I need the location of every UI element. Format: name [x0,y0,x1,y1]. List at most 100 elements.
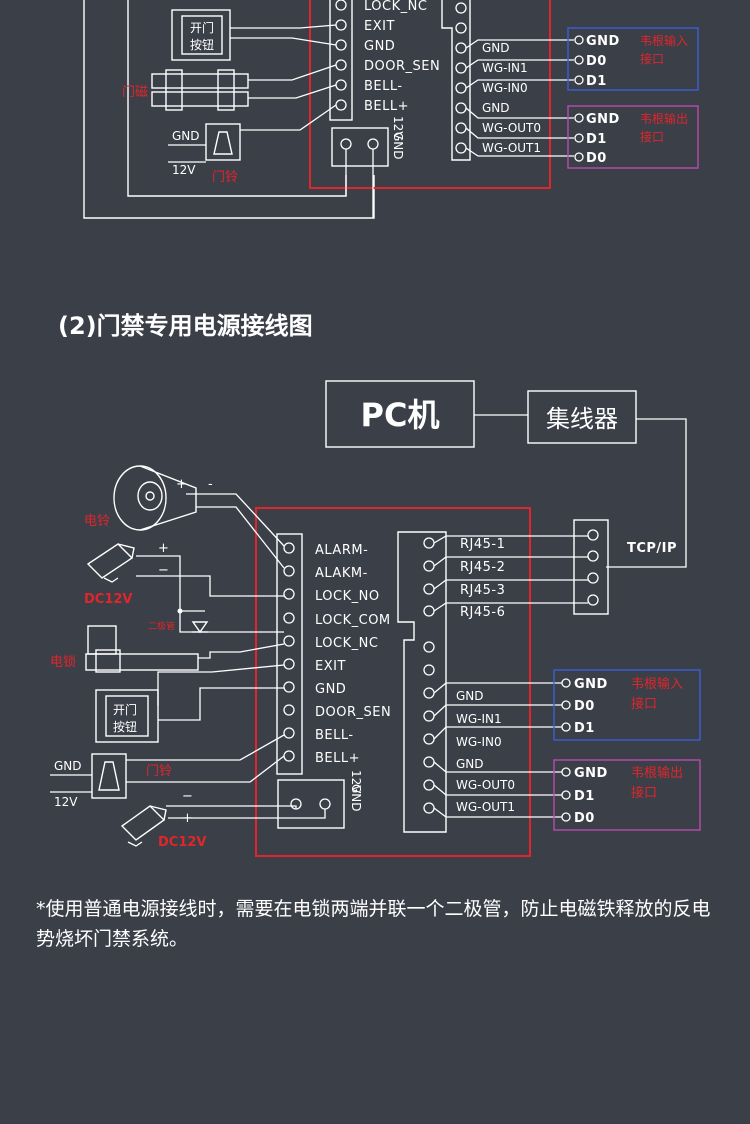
dc-top-plus: + [158,541,169,556]
top-exit-button: 开门 按钮 [171,9,231,61]
top-door-magnet [151,69,249,111]
rj45-labels: RJ45-1 RJ45-2 RJ45-3 RJ45-6 [460,537,505,620]
dc-bottom-label: DC12V [158,835,206,850]
svg-text:按钮: 按钮 [113,719,137,734]
top-power-12v: 12V [391,116,405,140]
diode-icon [177,608,209,634]
label-lock-com: LOCK_COM [315,613,391,628]
label-door-sen: DOOR_SEN [315,705,391,720]
out-pin-d0: D0 [574,811,595,826]
out-pin-gnd: GND [574,766,608,781]
top-out-pin-d0: D0 [586,151,607,166]
top-power-terminal-12v [340,138,352,150]
label-rj45-2: RJ45-2 [460,560,505,575]
power-connector [277,779,345,829]
in-pin-d1: D1 [574,721,595,736]
top-controller-board [309,0,551,189]
bell-label: 门铃 [146,764,172,779]
top-bell-label: 门铃 [212,170,238,185]
tcpip-label: TCP/IP [627,541,677,556]
controller-board [255,507,531,857]
label-bell-minus: BELL- [315,728,354,743]
top-in-title-2: 接口 [640,51,664,66]
top-out-pin-gnd: GND [586,112,620,127]
label-bell-minus: BELL- [364,79,403,94]
hub-box [527,390,637,444]
top-magnet-label: 门磁 [122,85,148,100]
label-wg-out1: WG-OUT1 [456,800,515,814]
label-bell-plus: BELL+ [364,99,409,114]
top-bell-gnd: GND [172,129,200,143]
siren-plus: + [176,477,187,492]
dc-bottom-minus: − [182,789,193,804]
top-in-pin-d1: D1 [586,74,607,89]
dc12v-bottom-adapter [120,805,167,847]
svg-text:按钮: 按钮 [190,37,214,52]
top-right-terminals [455,2,467,154]
in-title-2: 接口 [631,696,657,712]
label-alakm-minus: ALAKM- [315,566,368,581]
top-out-title-2: 接口 [640,129,664,144]
label-rj45-3: RJ45-3 [460,583,505,598]
diode-label: 二极管 [148,620,175,632]
top-out-pin-d1: D1 [586,132,607,147]
section-title: (2)门禁专用电源接线图 [58,312,313,340]
rj45-block [573,519,609,615]
label-gnd: GND [364,39,395,54]
out-title-1: 韦根输出 [631,765,683,781]
bottom-diagram: PC机 集线器 TCP/IP ALARM- ALAKM- [50,380,701,857]
label-wg-in0: WG-IN0 [456,735,502,749]
label-door-sen: DOOR_SEN [364,59,440,74]
controller-right-terminals [423,537,435,814]
pc-box [325,380,475,448]
dc12v-top-adapter [86,543,135,583]
label-gnd: GND [482,101,510,115]
footnote: *使用普通电源接线时，需要在电锁两端并联一个二极管，防止电磁铁释放的反电势烧坏门… [36,898,711,950]
exit-button-icon: 开门 按钮 [95,689,159,743]
power-12v: 12V [349,770,363,794]
in-pin-gnd: GND [574,677,608,692]
top-controller-labels: LOCK_NC EXIT GND DOOR_SEN BELL- BELL+ [364,0,440,114]
siren-minus: - [208,477,213,492]
label-gnd: GND [456,689,484,703]
top-power-terminal-gnd [367,138,379,150]
label-wg-in1: WG-IN1 [482,61,528,75]
top-left-terminals [335,0,347,111]
label-wg-out1: WG-OUT1 [482,141,541,155]
siren-label: 电铃 [84,514,110,529]
controller-right-labels: GND WG-IN1 WG-IN0 GND WG-OUT0 WG-OUT1 [456,689,515,814]
top-diagram: LOCK_NC EXIT GND DOOR_SEN BELL- BELL+ 12… [83,0,699,219]
out-pin-d1: D1 [574,789,595,804]
top-wiegand-output-box [567,105,699,169]
label-gnd: GND [456,757,484,771]
label-lock-nc: LOCK_NC [364,0,427,14]
out-title-2: 接口 [631,785,657,801]
lock-label: 电锁 [50,654,76,670]
wiegand-input-box [553,669,701,741]
label-wg-in1: WG-IN1 [456,712,502,726]
top-in-title-1: 韦根输入 [640,33,688,48]
wiegand-output-box [553,759,701,831]
top-out-title-1: 韦根输出 [640,111,688,126]
top-bell-icon [205,123,241,161]
bell-icon [91,753,127,799]
label-gnd: GND [315,682,346,697]
controller-left-terminals [283,542,295,762]
label-rj45-6: RJ45-6 [460,605,505,620]
dc-top-label: DC12V [84,592,132,607]
top-bell-12v: 12V [172,163,196,177]
top-in-pin-d0: D0 [586,54,607,69]
label-wg-in0: WG-IN0 [482,81,528,95]
label-bell-plus: BELL+ [315,751,360,766]
top-wiegand-input-box [567,27,699,91]
label-gnd: GND [482,41,510,55]
controller-labels: ALARM- ALAKM- LOCK_NO LOCK_COM LOCK_NC E… [315,543,391,766]
label-exit: EXIT [364,19,395,34]
bell-gnd: GND [54,759,82,773]
bell-12v: 12V [54,795,78,809]
pc-label: PC机 [361,396,440,434]
label-wg-out0: WG-OUT0 [456,778,515,792]
label-exit: EXIT [315,659,346,674]
label-lock-no: LOCK_NO [315,589,380,604]
